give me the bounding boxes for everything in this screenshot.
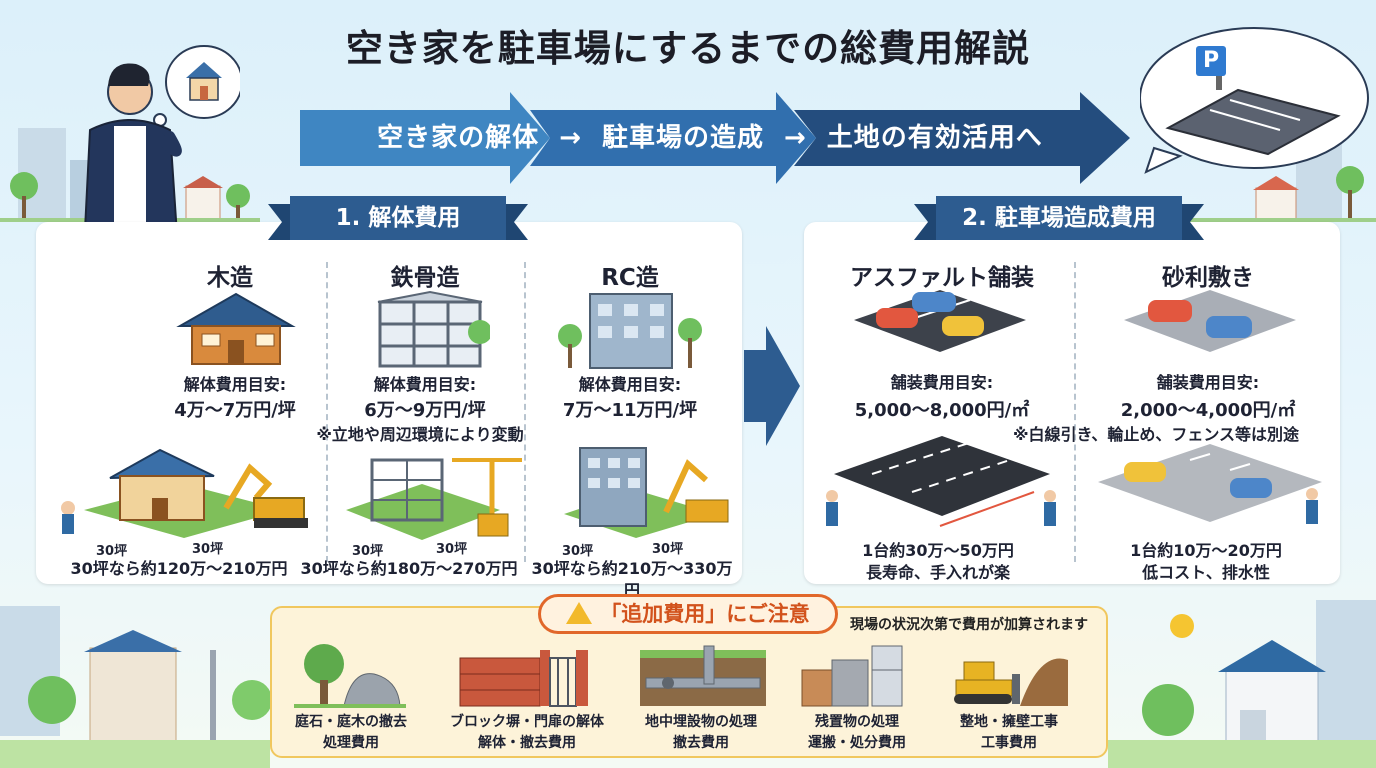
type-asphalt-title: アスファルト舗装 — [850, 265, 1034, 291]
wood-tsubo-a: 30坪 — [96, 544, 128, 559]
page-title: 空き家を駐車場にするまでの総費用解説 — [345, 27, 1031, 70]
rc-cost-label: 解体費用目安: — [578, 375, 682, 394]
alert-item-3-line2: 撤去費用 — [673, 735, 729, 751]
alert-item-3-line1: 地中埋設物の処理 — [645, 714, 757, 730]
gravel-per-car: 1台約10万〜20万円 — [1130, 541, 1282, 560]
flow-arrows — [300, 92, 1130, 184]
alert-item-5: 整地・擁壁工事 工事費用 — [934, 712, 1084, 754]
section2-ribbon: 2. 駐車場造成費用 — [914, 196, 1204, 240]
wood-cost-label: 解体費用目安: — [183, 375, 287, 394]
rc-cost: 7万〜11万円/坪 — [562, 400, 698, 421]
wood-demolition-scene — [61, 448, 308, 538]
asphalt-construction-scene — [826, 436, 1056, 527]
flow-step-parking: 駐車場の造成 — [601, 123, 764, 153]
process-flow-banner: 空き家の解体 → 駐車場の造成 → 土地の有効活用へ — [300, 92, 1140, 184]
wood-cost: 4万〜7万円/坪 — [174, 400, 296, 421]
alert-item-1: 庭石・庭木の撤去 処理費用 — [276, 712, 426, 754]
steel-cost: 6万〜9万円/坪 — [364, 400, 486, 421]
alert-item-5-line2: 工事費用 — [981, 735, 1037, 751]
wood-example-total: 30坪なら約120万〜210万円 — [70, 559, 288, 578]
parking-cost-panel — [804, 222, 1340, 584]
divider-1 — [326, 262, 328, 562]
alert-item-4-line1: 残置物の処理 — [815, 714, 899, 730]
asphalt-cost-label: 舗装費用目安: — [890, 373, 994, 392]
rc-demolition-scene — [564, 447, 729, 538]
alert-item-2: ブロック塀・門扉の解体 解体・撤去費用 — [432, 712, 622, 754]
asphalt-lot-icon — [854, 290, 1026, 352]
rc-tsubo-a: 30坪 — [562, 544, 594, 559]
tree-rock-icon — [294, 644, 406, 708]
alert-item-5-line1: 整地・擁壁工事 — [960, 714, 1058, 730]
warning-icon — [566, 602, 593, 624]
flow-step-demolition: 空き家の解体 — [377, 123, 540, 153]
gravel-cost-label: 舗装費用目安: — [1156, 373, 1260, 392]
asphalt-per-car: 1台約30万〜50万円 — [862, 541, 1014, 560]
flow-arrow-1: → — [559, 123, 582, 153]
steel-cost-label: 解体費用目安: — [373, 375, 477, 394]
alert-item-1-line1: 庭石・庭木の撤去 — [295, 714, 407, 730]
steel-example-total: 30坪なら約180万〜270万円 — [300, 559, 518, 578]
gravel-lot-icon — [1124, 290, 1296, 352]
asphalt-cost: 5,000〜8,000円/㎡ — [854, 400, 1030, 421]
bulldozer-icon — [954, 658, 1068, 706]
steel-frame-icon — [377, 290, 490, 368]
wood-tsubo-b: 30坪 — [192, 542, 224, 557]
gravel-construction-scene — [1098, 444, 1322, 524]
alert-item-1-line2: 処理費用 — [323, 735, 379, 751]
steel-demolition-scene — [346, 458, 522, 540]
gravel-cost: 2,000〜4,000円/㎡ — [1120, 400, 1296, 421]
parking-sign-icon: P — [1196, 46, 1226, 76]
alert-subtitle: 現場の状況次第で費用が加算されます — [850, 617, 1088, 633]
asphalt-feature: 長寿命、手入れが楽 — [865, 563, 1010, 582]
flow-arrow-2: → — [784, 123, 807, 153]
type-wood-title: 木造 — [207, 265, 253, 291]
alert-item-4-line2: 運搬・処分費用 — [808, 735, 906, 751]
divider-2 — [524, 262, 526, 562]
type-gravel-title: 砂利敷き — [1162, 265, 1254, 291]
section1-ribbon: 1. 解体費用 — [268, 196, 528, 240]
underground-pipe-icon — [640, 645, 766, 706]
furniture-icon — [801, 645, 903, 707]
section2-note: ※白線引き、輪止め、フェンス等は別途 — [1012, 425, 1300, 444]
block-wall-gate-icon — [459, 650, 588, 707]
alert-item-4: 残置物の処理 運搬・処分費用 — [782, 712, 932, 754]
extra-cost-alert-title: 「追加費用」にご注意 — [538, 594, 838, 634]
steel-tsubo-b: 30坪 — [436, 542, 468, 557]
flow-step-land-use: 土地の有効活用へ — [826, 123, 1043, 153]
steel-tsubo-a: 30坪 — [352, 544, 384, 559]
alert-title-text: 「追加費用」にご注意 — [600, 602, 810, 626]
alert-item-2-line2: 解体・撤去費用 — [478, 735, 576, 751]
rc-building-icon — [558, 293, 702, 369]
section-arrow-icon — [744, 326, 800, 446]
gravel-feature: 低コスト、排水性 — [1142, 563, 1270, 582]
section1-note: ※立地や周辺環境により変動 — [316, 425, 524, 444]
type-rc-title: RC造 — [601, 265, 659, 291]
type-steel-title: 鉄骨造 — [390, 265, 460, 291]
wooden-house-icon — [176, 292, 296, 365]
alert-item-3: 地中埋設物の処理 撤去費用 — [626, 712, 776, 754]
alert-item-2-line1: ブロック塀・門扉の解体 — [450, 714, 604, 730]
flow-steps: 空き家の解体 → 駐車場の造成 → 土地の有効活用へ — [300, 92, 1120, 184]
divider-3 — [1074, 262, 1076, 562]
rc-tsubo-b: 30坪 — [652, 542, 684, 557]
